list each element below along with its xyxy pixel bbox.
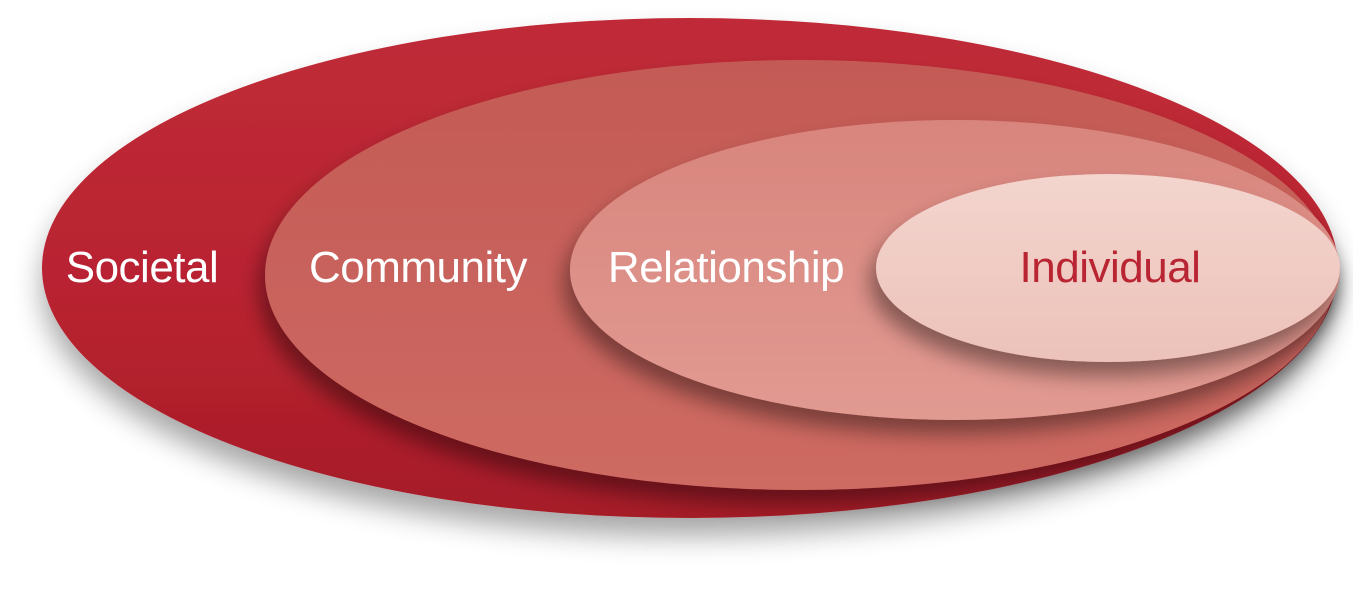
individual-label: Individual — [1020, 243, 1201, 292]
individual-ellipse — [876, 174, 1340, 362]
relationship-label: Relationship — [608, 243, 844, 292]
societal-label: Societal — [66, 243, 219, 292]
level-individual: Individual — [876, 174, 1340, 362]
community-label: Community — [309, 243, 527, 292]
